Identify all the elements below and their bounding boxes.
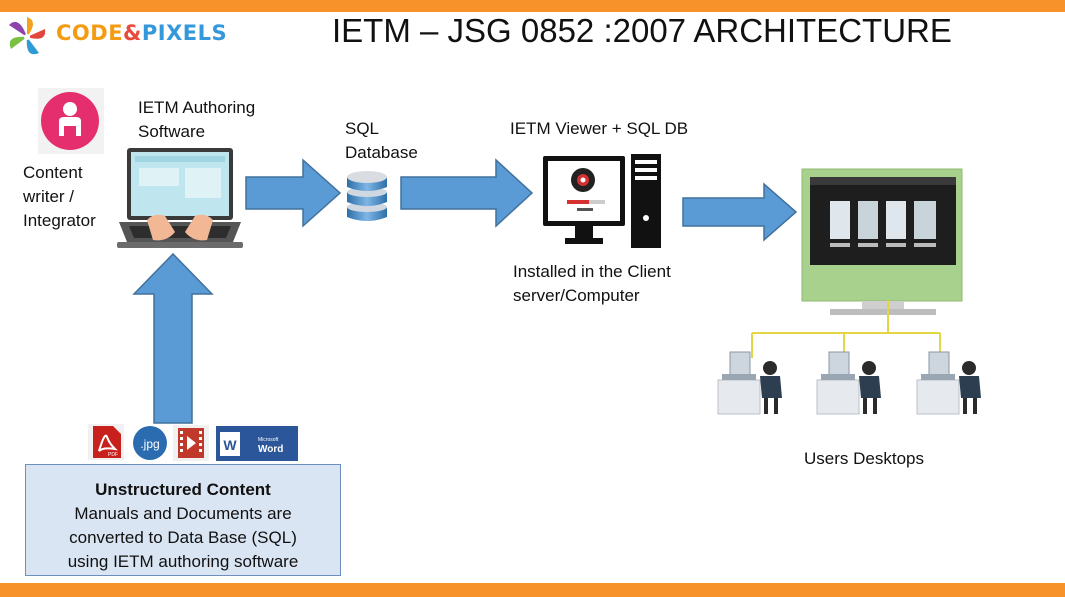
user-desktop-icon — [716, 346, 788, 418]
svg-text:W: W — [223, 437, 237, 453]
authoring-software-label: IETM Authoring Software — [138, 98, 256, 141]
unstructured-line: converted to Data Base (SQL) — [69, 528, 297, 547]
arrow-db-to-viewer — [400, 158, 534, 228]
unstructured-heading: Unstructured Content — [95, 480, 271, 499]
pinwheel-logo-icon — [5, 15, 49, 59]
content-writer-label: Content writer / Integrator — [23, 163, 96, 230]
logo-wordmark: CODE&PIXELS — [56, 21, 228, 45]
sql-database-label: SQL Database — [345, 119, 418, 162]
users-desktops-label: Users Desktops — [804, 449, 924, 468]
page-title: IETM – JSG 0852 :2007 ARCHITECTURE — [332, 12, 952, 49]
svg-text:Microsoft: Microsoft — [258, 437, 279, 443]
svg-text:PDF: PDF — [108, 452, 118, 458]
user-desktop-icon — [815, 346, 887, 418]
top-accent-bar — [0, 0, 1065, 12]
ietm-display-monitor-icon — [800, 167, 966, 317]
unstructured-line: using IETM authoring software — [67, 552, 299, 571]
installed-client-label: Installed in the Client server/Computer — [513, 262, 671, 305]
database-icon — [344, 167, 390, 225]
jpg-file-icon: .jpg — [131, 424, 169, 462]
ietm-viewer-label: IETM Viewer + SQL DB — [510, 119, 689, 138]
user-avatar-icon — [38, 88, 104, 154]
laptop-icon — [115, 146, 245, 256]
arrow-authoring-to-db — [245, 158, 342, 228]
arrow-viewer-to-monitor — [682, 182, 798, 242]
svg-text:Word: Word — [258, 444, 283, 455]
video-file-icon — [172, 424, 210, 462]
user-desktop-icon — [915, 346, 987, 418]
svg-text:.jpg: .jpg — [140, 437, 159, 451]
bottom-accent-bar — [0, 583, 1065, 597]
viewer-computer-icon — [541, 152, 663, 250]
unstructured-line: Manuals and Documents are — [74, 504, 292, 523]
pdf-file-icon: PDF — [87, 423, 125, 461]
arrow-content-to-authoring — [132, 252, 214, 424]
unstructured-content-box: Unstructured Content Manuals and Documen… — [25, 464, 341, 576]
